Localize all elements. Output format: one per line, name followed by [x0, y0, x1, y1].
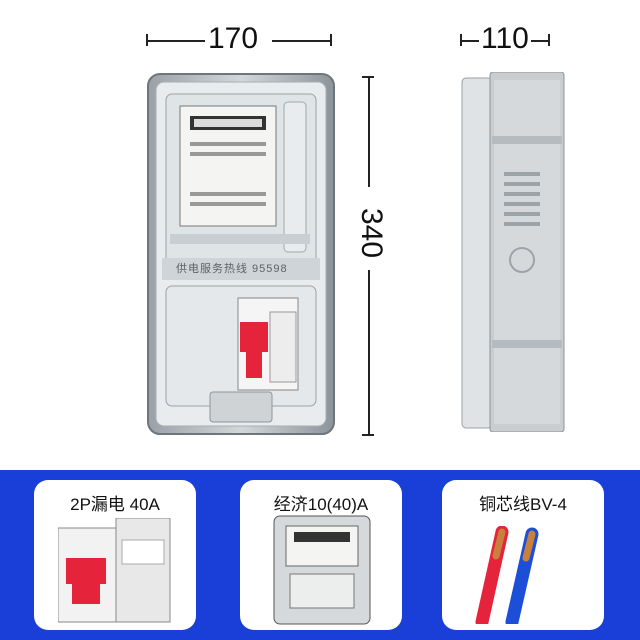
accessory-card-breaker: 2P漏电 40A [34, 480, 196, 630]
accessory-card-meter: 经济10(40)A [240, 480, 402, 630]
accessory-label: 经济10(40)A [273, 495, 369, 514]
accessory-label: 2P漏电 40A [70, 495, 160, 514]
hotline-text: 供电服务热线 95598 [176, 263, 288, 275]
meter-box-side-photo [460, 71, 566, 433]
width-label: 170 [208, 22, 259, 55]
accessory-card-wire: 铜芯线BV-4 [442, 480, 604, 630]
depth-label: 110 [481, 22, 529, 55]
height-label: 340 [355, 208, 388, 259]
meter-box-front-photo: 供电服务热线 95598 [146, 72, 336, 436]
accessory-label: 铜芯线BV-4 [479, 495, 567, 514]
